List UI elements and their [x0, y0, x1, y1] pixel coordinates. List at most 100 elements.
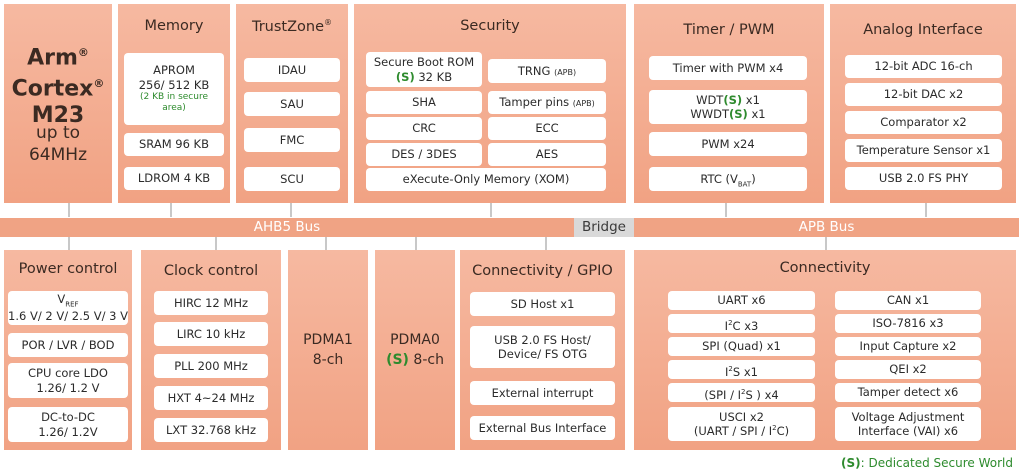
- connector: [725, 203, 727, 217]
- security-title: Security: [460, 18, 520, 34]
- pdma1-channels: 8-ch: [312, 352, 344, 368]
- pdma0-block: PDMA0 (S) 8-ch: [375, 250, 455, 450]
- trng-sub: (APB): [554, 68, 577, 77]
- usci-box: USCI x2 (UART / SPI / I2C): [668, 407, 815, 441]
- cpu-block: Arm® Cortex® M23 up to 64MHz: [4, 4, 112, 203]
- connectivity-gpio-block: Connectivity / GPIO SD Host x1 USB 2.0 F…: [460, 250, 625, 450]
- dc-dc-box: DC-to-DC 1.26/ 1.2V: [8, 407, 128, 442]
- timer-pwm-block: Timer / PWM Timer with PWM x4 WDT(S) x1 …: [634, 4, 824, 203]
- usci-label: USCI x2: [719, 409, 764, 424]
- vref-sub: REF: [65, 300, 79, 309]
- cpu-line2: Cortex: [11, 76, 94, 102]
- can-box: CAN x1: [835, 291, 981, 310]
- cpu-ldo-box: CPU core LDO 1.26/ 1.2 V: [8, 363, 128, 398]
- conngpio-title: Connectivity / GPIO: [472, 263, 613, 279]
- pdma1-block: PDMA1 8-ch: [288, 250, 368, 450]
- clock-control-block: Clock control HIRC 12 MHz LIRC 10 kHz PL…: [141, 250, 281, 450]
- vai-count: Interface (VAI) x6: [857, 424, 959, 438]
- i2s-count: S x1: [732, 364, 758, 379]
- clock-title: Clock control: [163, 263, 259, 279]
- rtc-close: ): [751, 172, 756, 186]
- connector: [325, 237, 327, 250]
- aprom-box: APROM 256/ 512 KB (2 KB in secure area): [124, 53, 224, 125]
- connector: [68, 203, 70, 217]
- pll-box: PLL 200 MHz: [154, 354, 268, 378]
- adc-box: 12-bit ADC 16-ch: [845, 55, 1002, 78]
- cpu-line1: Arm: [27, 45, 78, 71]
- dcdc-voltage: 1.26/ 1.2V: [38, 424, 98, 439]
- por-lvr-bod-box: POR / LVR / BOD: [8, 333, 128, 357]
- memory-block: Memory APROM 256/ 512 KB (2 KB in secure…: [118, 4, 230, 203]
- aes-box: AES: [488, 143, 606, 166]
- vai-box: Voltage Adjustment Interface (VAI) x6: [835, 407, 981, 441]
- cpu-line4: up to: [35, 123, 81, 143]
- lxt-box: LXT 32.768 kHz: [154, 418, 268, 442]
- aprom-note: area): [162, 103, 186, 114]
- ahb5-bus: AHB5 Bus: [0, 218, 574, 237]
- hirc-box: HIRC 12 MHz: [154, 291, 268, 315]
- power-title: Power control: [18, 261, 118, 277]
- usci-modes-end: C): [776, 424, 790, 438]
- crc-box: CRC: [366, 117, 482, 140]
- ldo-voltage: 1.26/ 1.2 V: [36, 380, 100, 395]
- connector: [68, 237, 70, 250]
- timer-pwm-box: Timer with PWM x4: [649, 56, 807, 80]
- dac-box: 12-bit DAC x2: [845, 83, 1002, 106]
- lirc-box: LIRC 10 kHz: [154, 322, 268, 346]
- connector: [290, 203, 292, 217]
- legend: (S): Dedicated Secure World: [841, 456, 1013, 470]
- i2s-label: I: [725, 364, 729, 379]
- tamper-label: Tamper pins: [499, 95, 570, 109]
- vref-label: V: [57, 292, 66, 307]
- superscript: 2: [772, 424, 777, 433]
- wdt-box: WDT(S) x1 WWDT(S) x1: [649, 90, 807, 124]
- secure-mark: (S): [723, 92, 743, 107]
- superscript: 2: [741, 388, 746, 396]
- secure-mark: (S): [386, 352, 409, 368]
- i2c-count: C x3: [732, 318, 759, 333]
- pwm-box: PWM x24: [649, 132, 807, 156]
- tamper-detect-box: Tamper detect x6: [835, 383, 981, 402]
- tamper-sub: (APB): [572, 99, 595, 108]
- registered-mark: ®: [324, 18, 333, 27]
- bridge: Bridge: [574, 218, 634, 237]
- legend-text: : Dedicated Secure World: [860, 456, 1013, 470]
- vref-values: 1.6 V/ 2 V/ 2.5 V/ 3 V: [8, 309, 128, 324]
- i2s-box: I2S x1: [668, 360, 815, 379]
- power-control-block: Power control VREF 1.6 V/ 2 V/ 2.5 V/ 3 …: [4, 250, 132, 450]
- cpu-line5: 64MHz: [28, 145, 87, 165]
- spi-i2s-count: S ) x4: [745, 387, 779, 402]
- idau-box: IDAU: [244, 58, 340, 82]
- i2c-label: I: [724, 318, 729, 333]
- memory-title: Memory: [144, 18, 204, 34]
- secure-boot-label: Secure Boot ROM: [373, 55, 475, 70]
- registered-mark: ®: [93, 77, 105, 91]
- dcdc-label: DC-to-DC: [41, 410, 95, 425]
- connector: [415, 237, 417, 250]
- qei-box: QEI x2: [835, 360, 981, 379]
- tamper-pins-box: Tamper pins (APB): [488, 91, 606, 114]
- spi-i2s-label: (SPI / I: [704, 387, 741, 402]
- rtc-label: RTC (V: [700, 172, 738, 186]
- external-bus-interface-box: External Bus Interface: [470, 416, 615, 440]
- usb-otg-box: USB 2.0 FS Host/ Device/ FS OTG: [470, 326, 615, 368]
- legend-secure-mark: (S): [841, 456, 861, 470]
- external-interrupt-box: External interrupt: [470, 381, 615, 405]
- apb-bus: APB Bus: [634, 218, 1019, 237]
- usci-modes: (UART / SPI / I: [693, 424, 773, 438]
- connector: [545, 237, 547, 250]
- sau-box: SAU: [244, 92, 340, 116]
- cpu-line3: M23: [31, 102, 85, 128]
- timer-title: Timer / PWM: [683, 22, 775, 38]
- analog-interface-block: Analog Interface 12-bit ADC 16-ch 12-bit…: [830, 4, 1016, 203]
- aprom-label: APROM: [153, 63, 195, 78]
- trng-box: TRNG (APB): [488, 59, 606, 83]
- security-block: Security Secure Boot ROM (S) 32 KB TRNG …: [354, 4, 626, 203]
- pdma0-label: PDMA0: [390, 332, 440, 348]
- trustzone-title: TrustZone: [251, 18, 325, 35]
- xom-box: eXecute-Only Memory (XOM): [366, 168, 606, 191]
- secure-mark: (S): [395, 69, 415, 84]
- aprom-size: 256/ 512 KB: [138, 77, 210, 92]
- comparator-box: Comparator x2: [845, 111, 1002, 134]
- ecc-box: ECC: [488, 117, 606, 140]
